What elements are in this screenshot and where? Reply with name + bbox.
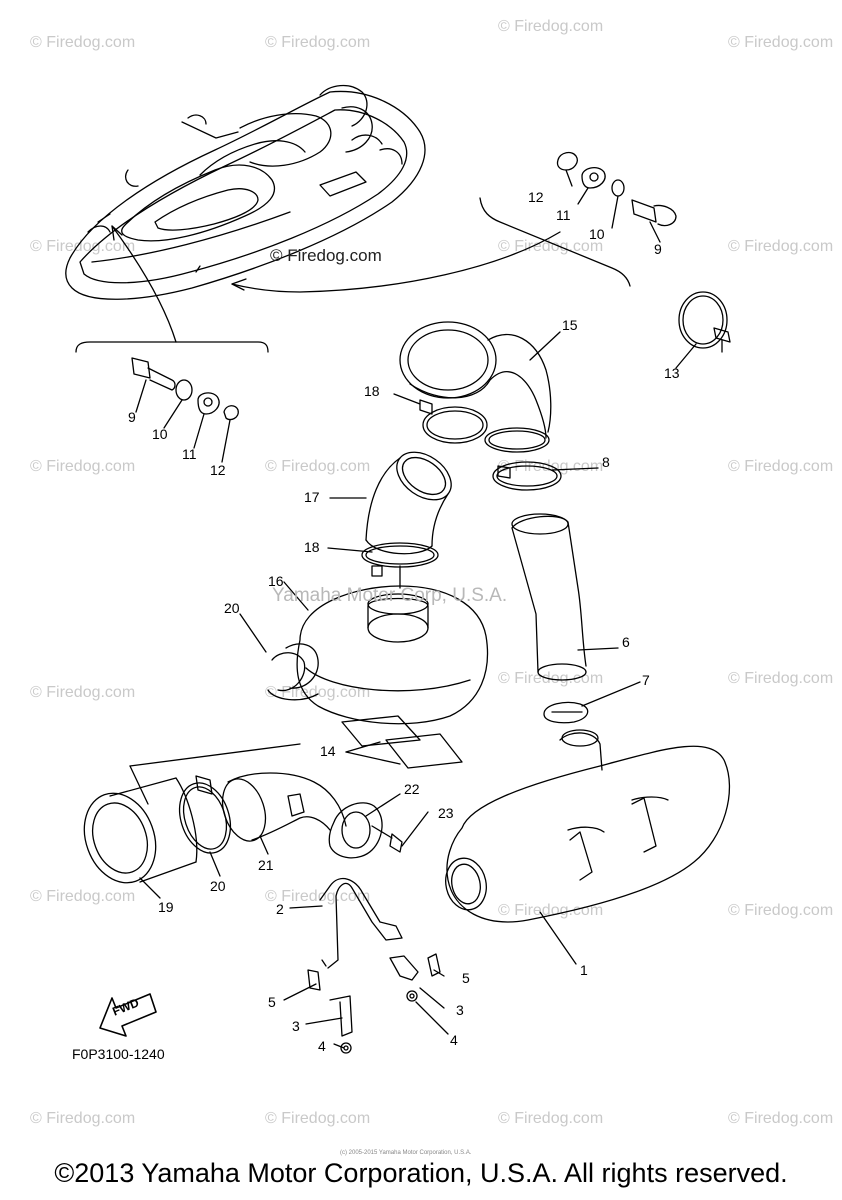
watermark: © Firedog.com (30, 684, 136, 701)
diagram-code: F0P3100-1240 (72, 1046, 165, 1062)
watermark: © Firedog.com (265, 1110, 371, 1127)
callout-20: 20 (210, 878, 226, 894)
callout-13: 13 (664, 365, 680, 381)
callout-19: 19 (158, 899, 174, 915)
gasket-7 (543, 701, 589, 724)
clamp-8 (492, 461, 562, 491)
watermark: © Firedog.com (30, 34, 136, 51)
callout-15: 15 (562, 317, 578, 333)
callout-14: 14 (320, 743, 336, 759)
watermark: © Firedog.com (30, 1110, 136, 1127)
watermark: © Firedog.com (265, 458, 371, 475)
callout-21: 21 (258, 857, 274, 873)
watermark: © Firedog.com (728, 1110, 834, 1127)
callout-11: 11 (182, 446, 197, 462)
callout-2: 2 (276, 901, 284, 917)
overlay-watermark: Yamaha Motor Corp, U.S.A. (272, 585, 508, 606)
bracket-3-right (389, 955, 419, 1002)
clamp-18-upper (419, 399, 488, 444)
watermark: © Firedog.com (498, 18, 604, 35)
callout-3: 3 (456, 1002, 464, 1018)
watermark: © Firedog.com (498, 1110, 604, 1127)
copyright-notice: ©2013 Yamaha Motor Corporation, U.S.A. A… (54, 1158, 788, 1188)
hardware-upper-right (556, 151, 677, 227)
watermark: © Firedog.com (728, 902, 834, 919)
leader-14a (345, 741, 381, 753)
arrowhead-left (111, 225, 123, 241)
fine-print: (c) 2005-2015 Yamaha Motor Corporation, … (340, 1150, 472, 1156)
site-label: © Firedog.com (270, 246, 382, 265)
pads-14 (341, 715, 463, 769)
callout-18: 18 (304, 539, 320, 555)
callout-5: 5 (268, 994, 276, 1010)
clamp-20-lower (178, 775, 232, 854)
water-box-16 (267, 585, 489, 725)
strap-2 (319, 877, 403, 969)
callout-5: 5 (462, 970, 470, 986)
fwd-arrow (99, 993, 157, 1037)
watermark: © Firedog.com (728, 458, 834, 475)
watermark: © Firedog.com (728, 238, 834, 255)
hose-15 (399, 321, 552, 453)
bracket-upper-right (479, 197, 631, 287)
callout-12: 12 (528, 189, 544, 205)
screw-5-right (427, 953, 441, 977)
callout-23: 23 (438, 805, 454, 821)
callout-7: 7 (642, 672, 650, 688)
callout-4: 4 (318, 1038, 326, 1054)
clamp-13 (678, 291, 731, 353)
callout-16: 16 (268, 573, 284, 589)
arrowhead-right (231, 278, 247, 291)
screw-5-left (307, 969, 321, 991)
callout-17: 17 (304, 489, 320, 505)
hose-21 (221, 772, 347, 842)
hose-17 (365, 451, 452, 555)
callout-10: 10 (152, 426, 168, 442)
outlet-19 (83, 777, 198, 884)
callout-20: 20 (224, 600, 240, 616)
watermark: © Firedog.com (728, 34, 834, 51)
leader-14b (345, 751, 401, 765)
callout-18: 18 (364, 383, 380, 399)
watermark: © Firedog.com (728, 670, 834, 687)
callout-3: 3 (292, 1018, 300, 1034)
watermark: © Firedog.com (265, 34, 371, 51)
callout-12: 12 (210, 462, 226, 478)
bracket-3-left (329, 995, 353, 1054)
watermark: © Firedog.com (498, 902, 604, 919)
callout-10: 10 (589, 226, 605, 242)
callout-11: 11 (556, 207, 571, 223)
watercraft-illustration (65, 84, 426, 300)
bolt-23 (371, 825, 403, 853)
callout-22: 22 (404, 781, 420, 797)
watermark: © Firedog.com (498, 238, 604, 255)
callout-8: 8 (602, 454, 610, 470)
callout-1: 1 (580, 962, 588, 978)
watermark: © Firedog.com (30, 888, 136, 905)
callout-9: 9 (654, 241, 662, 257)
leader-to-hull-left (111, 225, 177, 343)
callout-4: 4 (450, 1032, 458, 1048)
leader-to-hull-right (231, 231, 561, 293)
watermark: © Firedog.com (30, 238, 136, 255)
callout-9: 9 (128, 409, 136, 425)
hardware-left (131, 357, 239, 421)
clamp-18-lower (361, 542, 439, 589)
watermark: © Firedog.com (265, 888, 371, 905)
callout-6: 6 (622, 634, 630, 650)
bracket-left (75, 341, 269, 353)
hose-6 (511, 513, 587, 681)
watermark: © Firedog.com (30, 458, 136, 475)
gasket-22 (328, 802, 383, 859)
muffler-1 (445, 729, 731, 923)
